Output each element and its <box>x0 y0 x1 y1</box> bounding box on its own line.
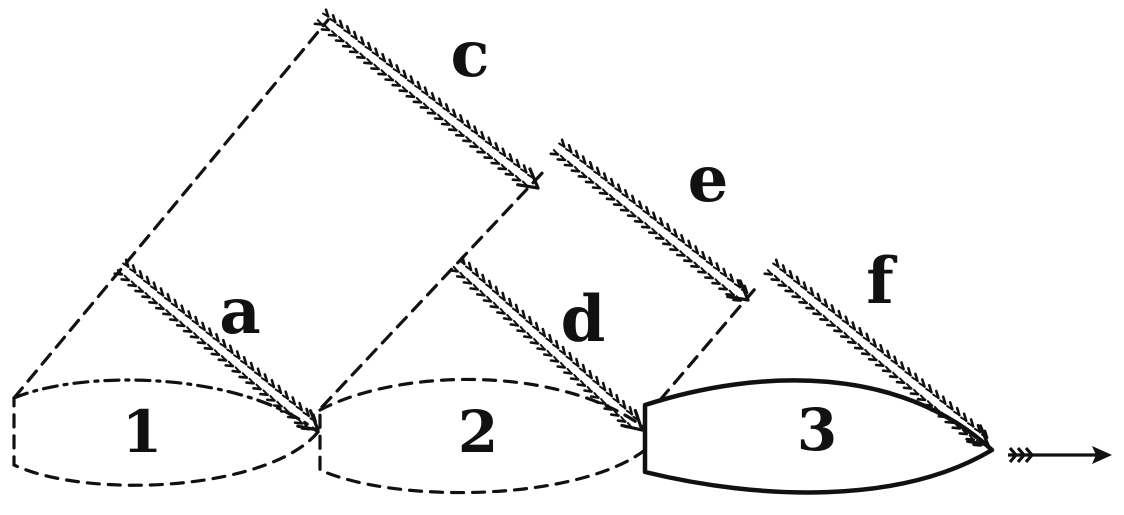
hatched-arrow-e <box>549 138 750 302</box>
hatched-arrow-d <box>449 255 644 432</box>
ellipse-1-bottom <box>12 396 320 487</box>
output-arrow <box>1008 446 1112 464</box>
arrow-label-a: a <box>219 274 261 349</box>
ellipse-2-bottom <box>318 408 647 495</box>
arrow-label-e: e <box>687 142 729 217</box>
hatched-arrow-f <box>763 258 990 447</box>
arrow-label-c: c <box>450 17 490 92</box>
stage-label-1: 1 <box>121 398 163 466</box>
arrow-label-f: f <box>866 244 894 319</box>
stage-label-3: 3 <box>796 396 838 464</box>
hatched-arrow-a <box>113 258 320 432</box>
dashed-line-mid-1 <box>320 168 547 409</box>
ellipse-2-top <box>318 377 647 430</box>
boat-shape-3 <box>642 378 995 495</box>
arrow-label-d: d <box>560 282 606 357</box>
dashed-line-left-outer <box>12 18 330 400</box>
ellipse-1-top <box>12 378 320 434</box>
dashed-line-mid-2 <box>658 281 762 402</box>
hatched-arrow-c <box>313 8 540 190</box>
stage-label-2: 2 <box>457 398 499 466</box>
